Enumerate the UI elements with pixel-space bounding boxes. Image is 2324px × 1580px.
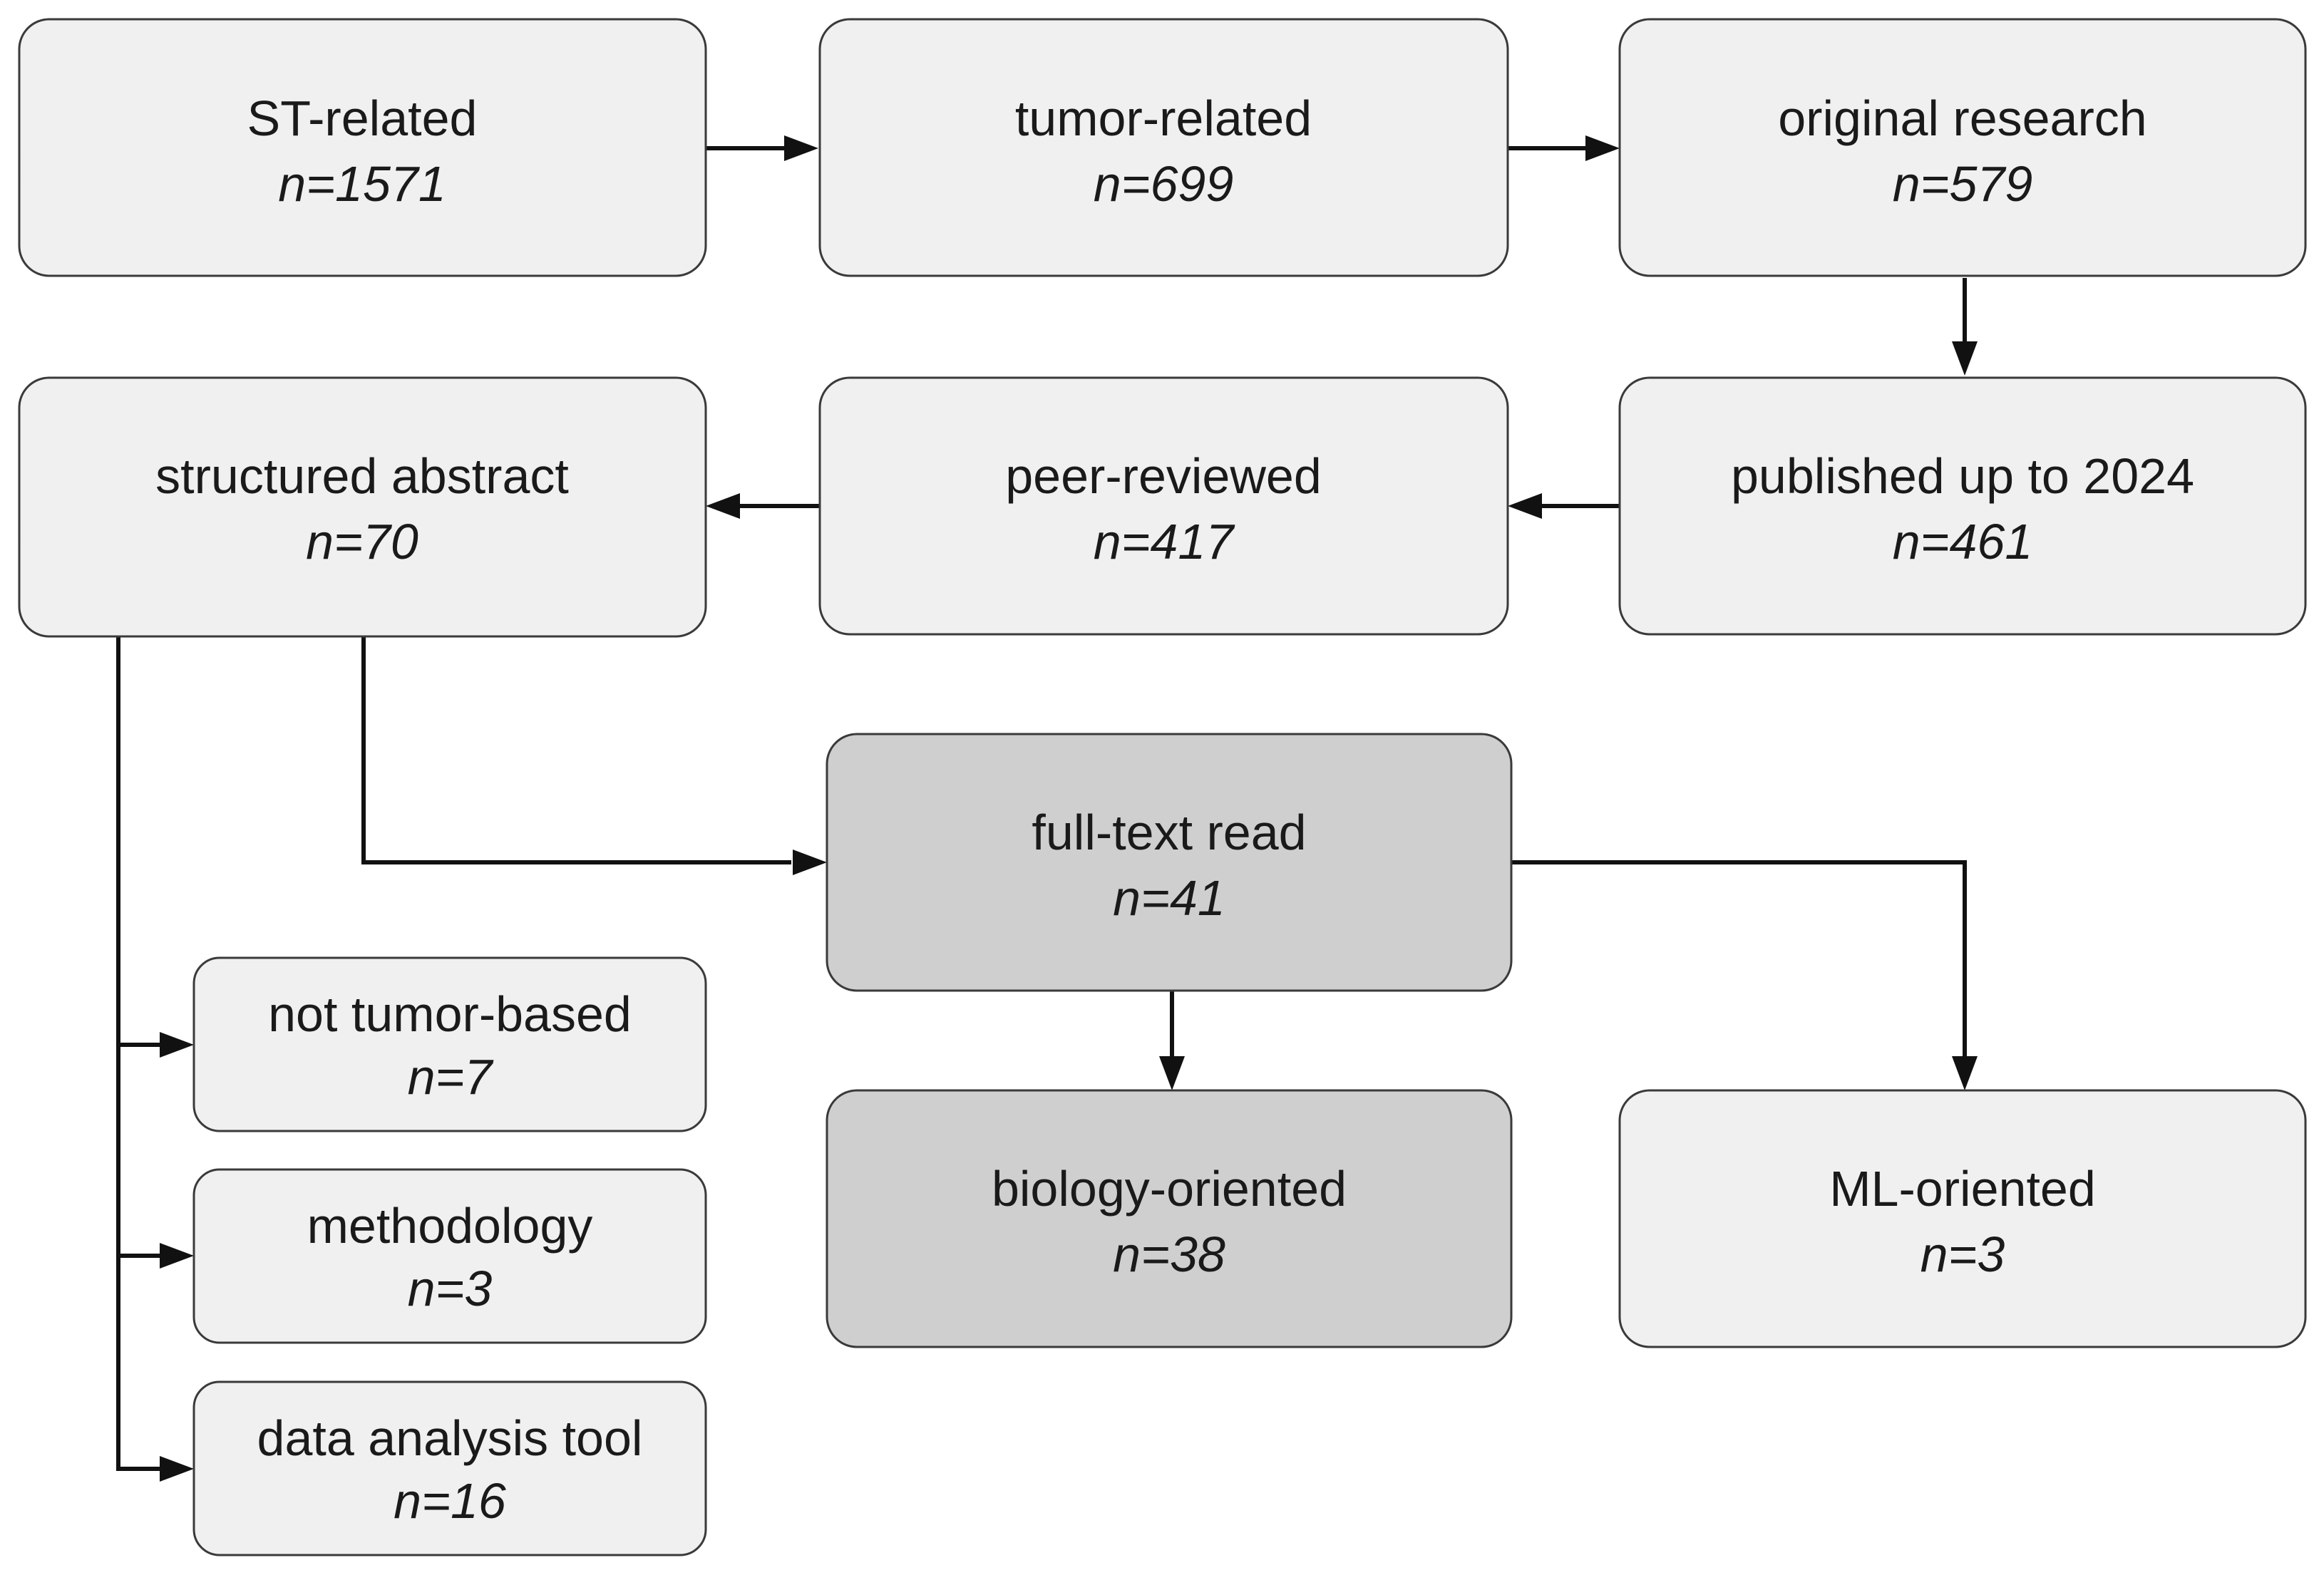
node-full-text: full-text read n=41	[826, 733, 1513, 992]
node-count: n=461	[1893, 514, 2033, 569]
arrowhead	[1952, 341, 1978, 376]
node-count: n=699	[1094, 156, 1234, 212]
node-peer-reviewed: peer-reviewed n=417	[818, 376, 1509, 636]
node-label: ML-oriented	[1829, 1161, 2096, 1217]
connectors	[116, 135, 1978, 1482]
node-published: published up to 2024 n=461	[1618, 376, 2307, 636]
node-count: n=1571	[278, 156, 446, 212]
node-count: n=579	[1893, 156, 2033, 212]
arrowhead	[160, 1456, 194, 1482]
arrowhead	[1508, 493, 1542, 519]
arrowhead	[1952, 1056, 1978, 1090]
node-label: data analysis tool	[257, 1410, 643, 1466]
node-label: peer-reviewed	[1005, 448, 1322, 504]
node-count: n=38	[1113, 1227, 1225, 1282]
node-label: structured abstract	[155, 448, 569, 504]
node-st-related: ST-related n=1571	[18, 18, 707, 277]
node-label: ST-related	[247, 91, 478, 146]
node-structured-abstract: structured abstract n=70	[18, 376, 707, 638]
node-label: biology-oriented	[992, 1161, 1347, 1217]
node-biology: biology-oriented n=38	[826, 1089, 1513, 1348]
node-methodology: methodology n=3	[192, 1168, 707, 1344]
node-tumor-related: tumor-related n=699	[818, 18, 1509, 277]
node-count: n=41	[1113, 870, 1225, 926]
node-not-tumor: not tumor-based n=7	[192, 956, 707, 1132]
node-count: n=417	[1094, 514, 1236, 569]
connector-structured-to-fulltext	[361, 636, 791, 864]
node-count: n=7	[408, 1049, 495, 1105]
node-label: tumor-related	[1015, 91, 1312, 146]
node-label: methodology	[307, 1198, 593, 1254]
node-label: not tumor-based	[268, 986, 632, 1042]
arrowhead	[1159, 1056, 1185, 1090]
arrowhead	[784, 135, 818, 161]
node-count: n=3	[1921, 1227, 2005, 1282]
arrowhead	[793, 850, 827, 875]
arrowhead	[160, 1243, 194, 1269]
node-original-research: original research n=579	[1618, 18, 2307, 277]
node-label: original research	[1778, 91, 2146, 146]
node-count: n=3	[408, 1261, 493, 1316]
node-count: n=70	[306, 514, 418, 569]
node-count: n=16	[394, 1473, 506, 1529]
node-data-tool: data analysis tool n=16	[192, 1380, 707, 1556]
arrowhead	[706, 493, 740, 519]
node-label: published up to 2024	[1731, 448, 2194, 504]
node-label: full-text read	[1032, 805, 1306, 860]
arrowhead	[160, 1032, 194, 1058]
node-ml: ML-oriented n=3	[1618, 1089, 2307, 1348]
connector-fulltext-to-ml	[1511, 860, 1967, 1057]
arrowhead	[1585, 135, 1620, 161]
